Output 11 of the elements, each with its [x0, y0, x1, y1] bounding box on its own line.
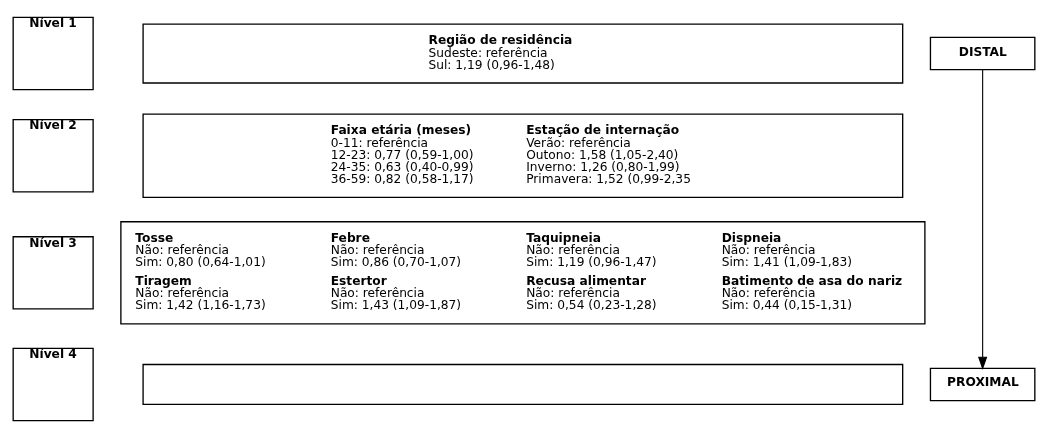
node-box: [142, 363, 904, 405]
node-box: Região de residência Sudeste: referência Sul: 1,19 (0,96-1,48): [142, 22, 904, 84]
node-box: PROXIMAL: [929, 367, 1036, 401]
node-box: Nível 3: [12, 235, 94, 310]
node-box: Nível 1: [12, 16, 94, 90]
node-box: Nível 2: [12, 118, 94, 192]
node-box: Tosse Não: referência Sim: 0,80 (0,64-1,01) Febre Não: referência Sim: 0,86 (0,70-1,07) Taquipneia Não: referência Sim: 1,19 (0,96-1,47) Dispneia Não: referência Sim: 1,41 (1,09-1,83) Tiragem Não: referência Sim: 1,42 (1,16-1,73) Estertor Não: referência Sim: 1,43 (1,09-1,87) Recusa alimentar Não: referência Sim: 0,54 (0,23-1,28) Batimento de asa do nariz Não: referência Sim: 0,44 (0,15-1,31): [120, 220, 926, 325]
node-box: Nível 4: [12, 347, 94, 421]
node-box: DISTAL: [929, 36, 1036, 70]
arrow: [977, 69, 988, 370]
node-box: Faixa etária (meses) 0-11: referência 12-23: 0,77 (0,59-1,00) 24-35: 0,63 (0,40-0,99) 36-59: 0,82 (0,58-1,17) Estação de internação Verão: referência Outono: 1,58 (1,05-2,40) Inverno: 1,26 (0,80-1,99) Primavera: 1,52 (0,99-2,35: [142, 112, 904, 198]
